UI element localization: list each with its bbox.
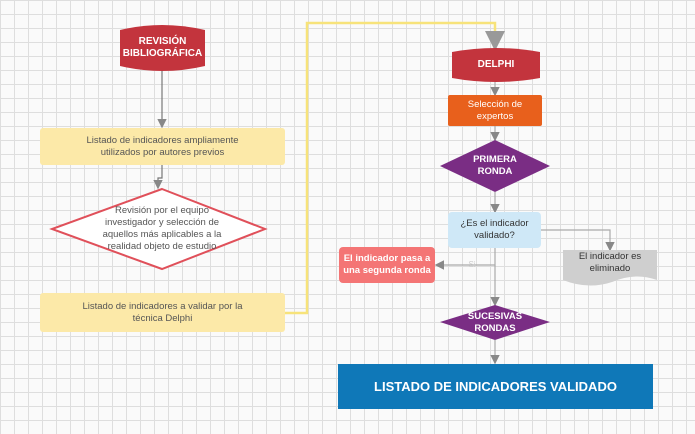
pregunta-node: ¿Es el indicador validado? [460, 218, 529, 241]
pregunta-shape [448, 212, 541, 248]
primera-shape [440, 140, 550, 192]
sucesivas-shape [440, 305, 550, 340]
seleccion-node: Selección de expertos [467, 98, 523, 122]
listado2-node: Listado de indicadores a validar por la … [82, 300, 243, 324]
eliminado-shape [563, 250, 657, 286]
sucesivas-rondas-node: SUCESIVAS RONDAS [467, 311, 523, 334]
revision-bibliografica-node: REVISIÓN BIBLIOGRÁFICA [122, 36, 203, 59]
revision-equipo-shape [49, 187, 268, 271]
final-shape [338, 364, 653, 409]
listado1-node: Listado de indicadores ampliamente utili… [86, 134, 239, 158]
segunda-ronda-node: El indicador pasa a una segunda ronda [343, 253, 431, 276]
revision-shape [120, 25, 205, 71]
segunda-shape [339, 247, 435, 283]
listado1-shape [40, 128, 285, 165]
arrow-listado1-diamond [153, 165, 163, 190]
delphi-shape [452, 48, 540, 82]
si-label: Si [468, 260, 476, 269]
arrow-pregunta-eliminado [541, 229, 615, 252]
revision-equipo-node: Revisión por el equipo investigador y se… [102, 205, 222, 252]
primera-ronda-node: PRIMERA RONDA [473, 154, 517, 177]
final-node: LISTADO DE INDICADORES VALIDADO [374, 378, 617, 394]
listado2-shape [40, 293, 285, 332]
seleccion-shape [448, 95, 542, 126]
eliminado-node: El indicador es eliminado [578, 251, 642, 274]
delphi-node: DELPHI [477, 59, 515, 70]
connector-listado2-delphi [285, 21, 505, 315]
